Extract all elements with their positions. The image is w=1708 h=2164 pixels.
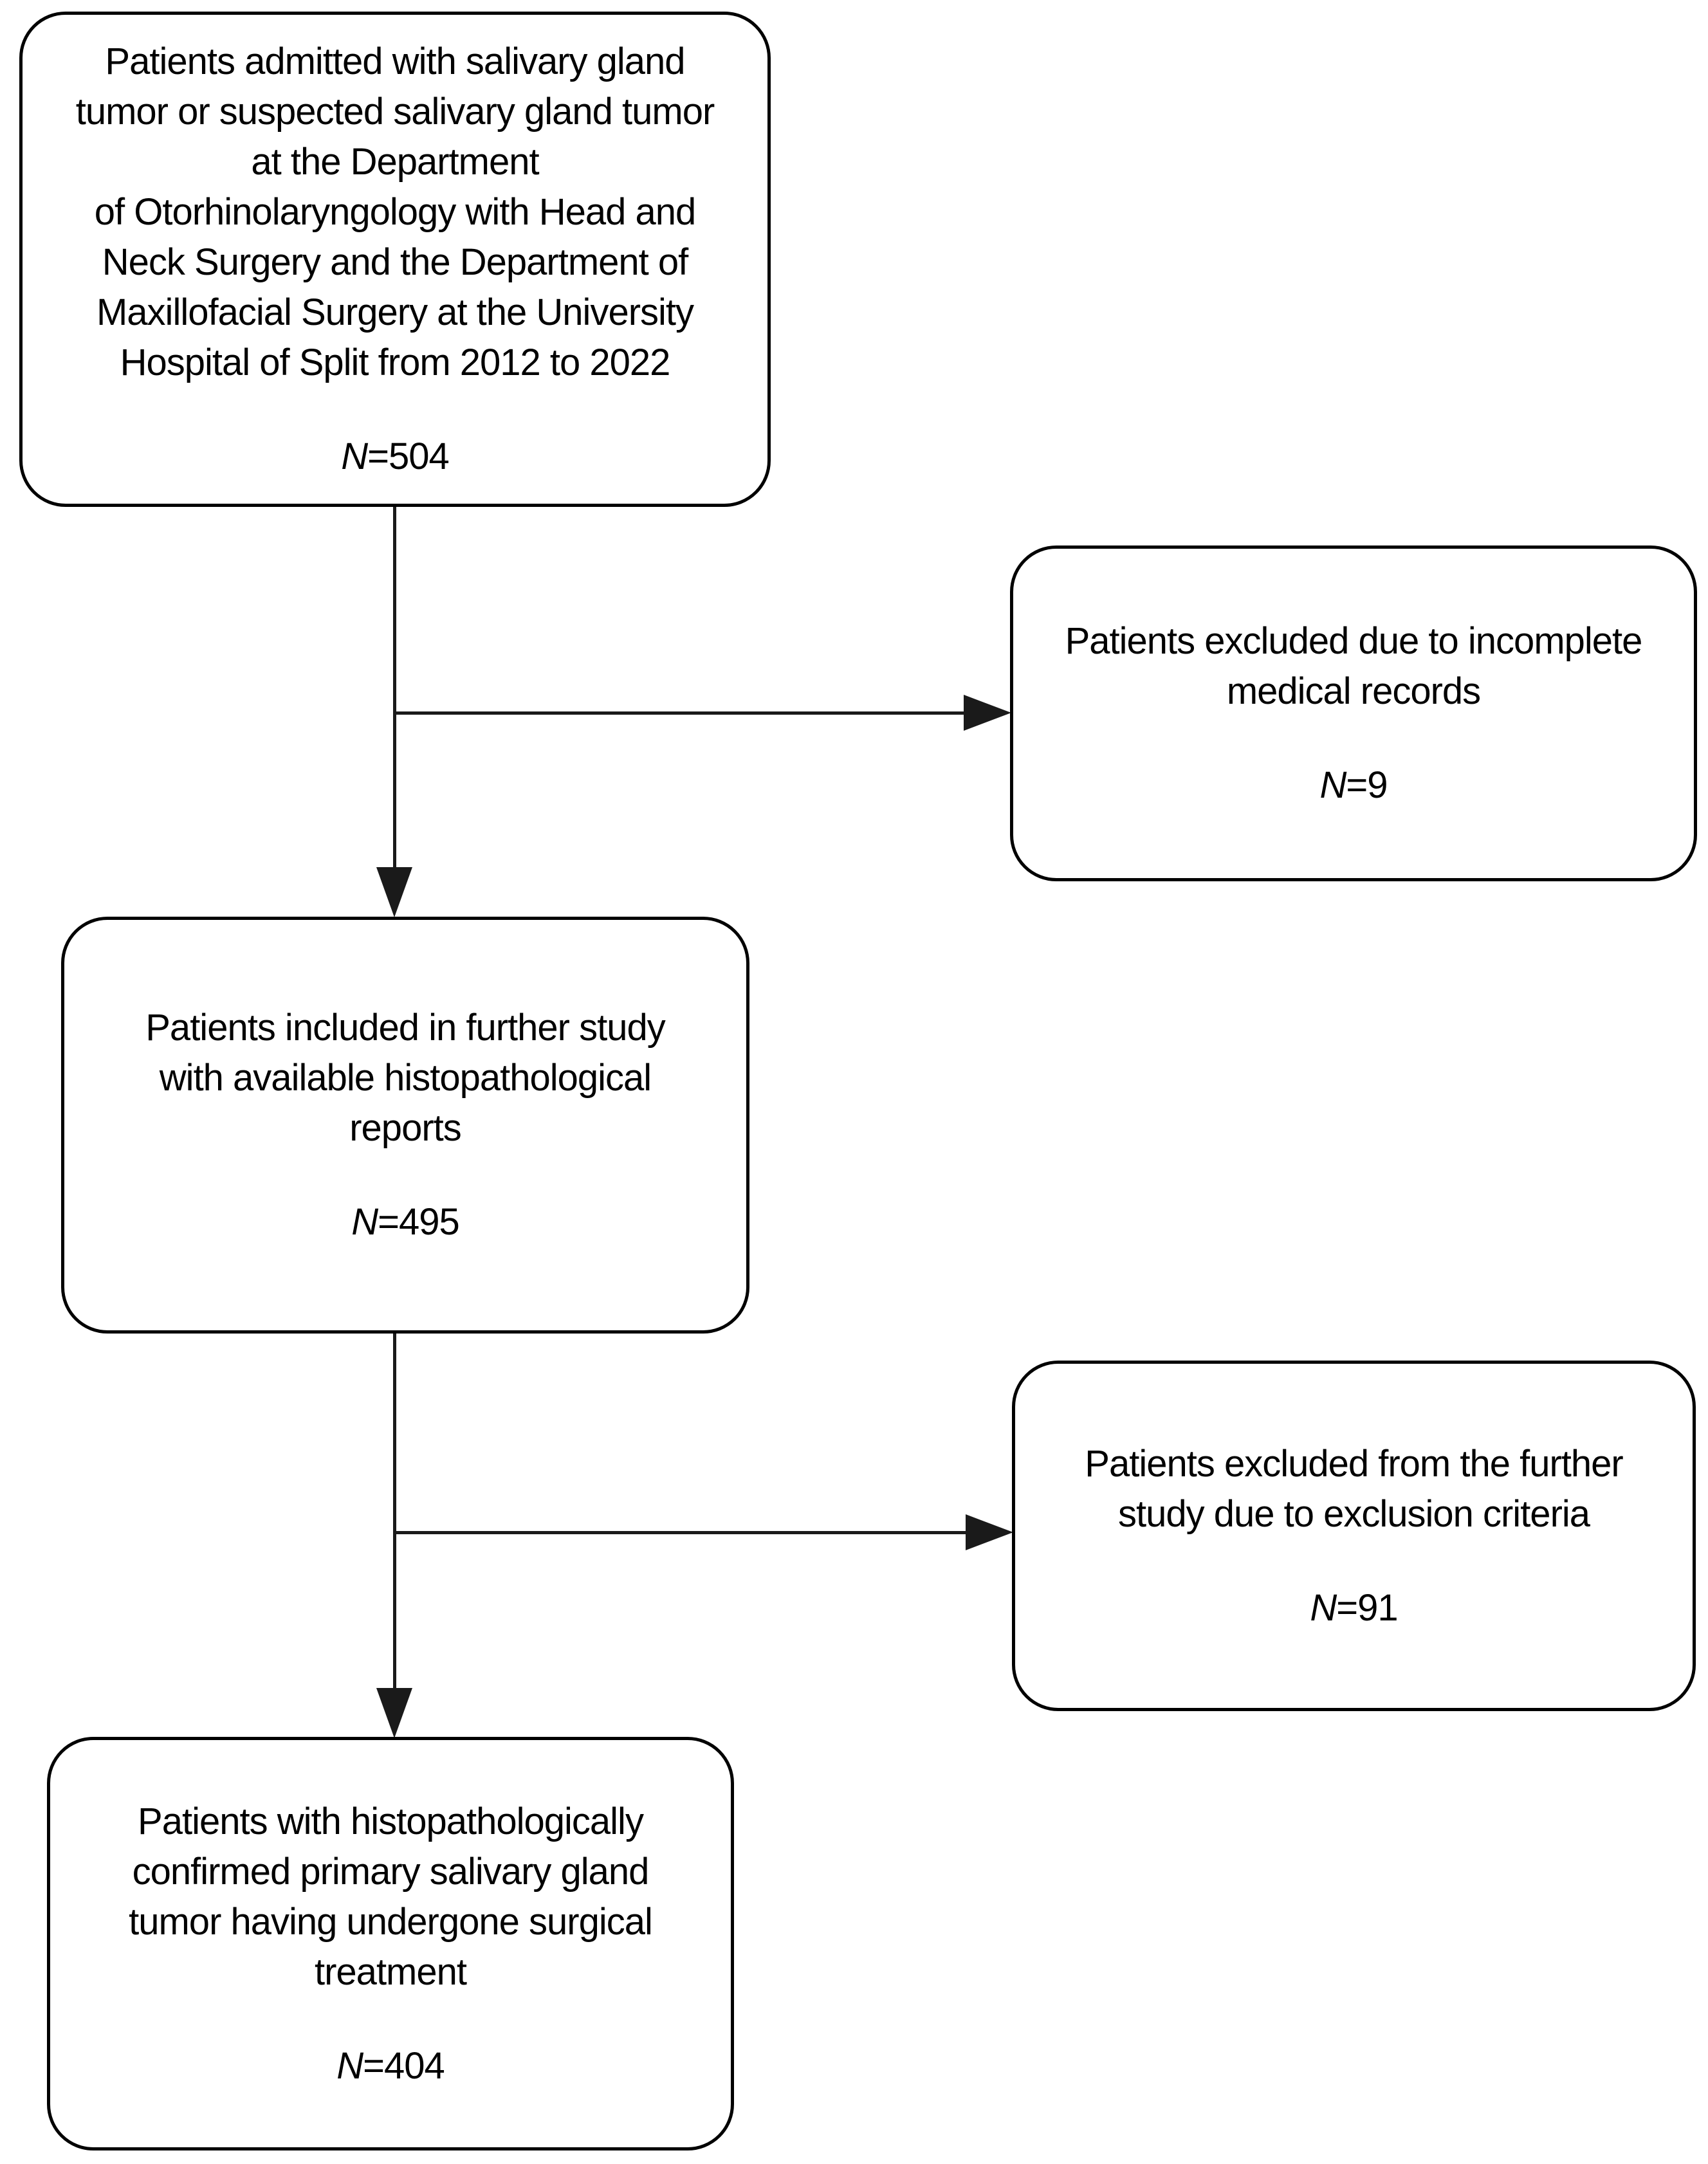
box-text-line: Patients excluded from the further [1085, 1442, 1623, 1485]
box-text-line: Hospital of Split from 2012 to 2022 [120, 342, 671, 383]
sample-size-label: N=91 [1310, 1583, 1398, 1633]
flow-box-excluded-exclusion-criteria: Patients excluded from the further study… [1012, 1361, 1696, 1711]
n-symbol: N [336, 2044, 363, 2087]
n-symbol: N [341, 436, 368, 477]
box-text-line: study due to exclusion criteria [1117, 1492, 1590, 1535]
box-text-line: Patients with histopathologically [138, 1800, 644, 1842]
box-text-line: Maxillofacial Surgery at the University [96, 291, 694, 333]
box-text-line: of Otorhinolaryngology with Head and [94, 191, 696, 233]
box-text-line: tumor or suspected salivary gland tumor [75, 91, 715, 133]
connector-branch-1 [394, 711, 966, 715]
sample-size-label: N=495 [351, 1197, 460, 1247]
box-text-line: reports [349, 1107, 462, 1149]
arrow-down-icon [376, 867, 412, 917]
connector-branch-2 [394, 1531, 966, 1534]
arrow-right-icon [966, 1514, 1013, 1550]
n-value: =504 [367, 436, 450, 477]
n-symbol: N [1319, 764, 1346, 806]
arrow-down-icon [376, 1688, 412, 1738]
box-text-line: at the Department [251, 141, 539, 183]
arrow-right-icon [964, 695, 1011, 731]
box-text-line: treatment [315, 1950, 467, 1993]
n-symbol: N [1310, 1586, 1337, 1629]
box-text-line: medical records [1226, 670, 1481, 712]
n-value: =9 [1346, 764, 1388, 806]
sample-size-label: N=404 [336, 2041, 445, 2091]
box-text-line: with available histopathological [159, 1057, 652, 1099]
connector-main-1 [393, 507, 396, 868]
box-text-line: tumor having undergone surgical [129, 1900, 653, 1943]
connector-main-2 [393, 1334, 396, 1689]
n-value: =495 [378, 1201, 460, 1243]
flow-box-excluded-incomplete-records: Patients excluded due to incomplete medi… [1010, 546, 1697, 881]
flow-box-admitted-patients: Patients admitted with salivary gland tu… [19, 12, 771, 507]
box-text-line: Patients excluded due to incomplete [1065, 620, 1643, 662]
sample-size-label: N=9 [1319, 760, 1388, 811]
box-text-line: Patients admitted with salivary gland [105, 41, 685, 82]
sample-size-label: N=504 [341, 432, 450, 482]
flow-box-included-further-study: Patients included in further study with … [61, 917, 749, 1334]
box-text-line: confirmed primary salivary gland [132, 1850, 650, 1893]
n-symbol: N [351, 1201, 378, 1243]
n-value: =91 [1336, 1586, 1398, 1629]
flow-box-confirmed-surgical-treatment: Patients with histopathologically confir… [47, 1737, 734, 2150]
box-text-line: Neck Surgery and the Department of [102, 241, 689, 283]
box-text-line: Patients included in further study [145, 1007, 665, 1049]
n-value: =404 [363, 2044, 445, 2087]
